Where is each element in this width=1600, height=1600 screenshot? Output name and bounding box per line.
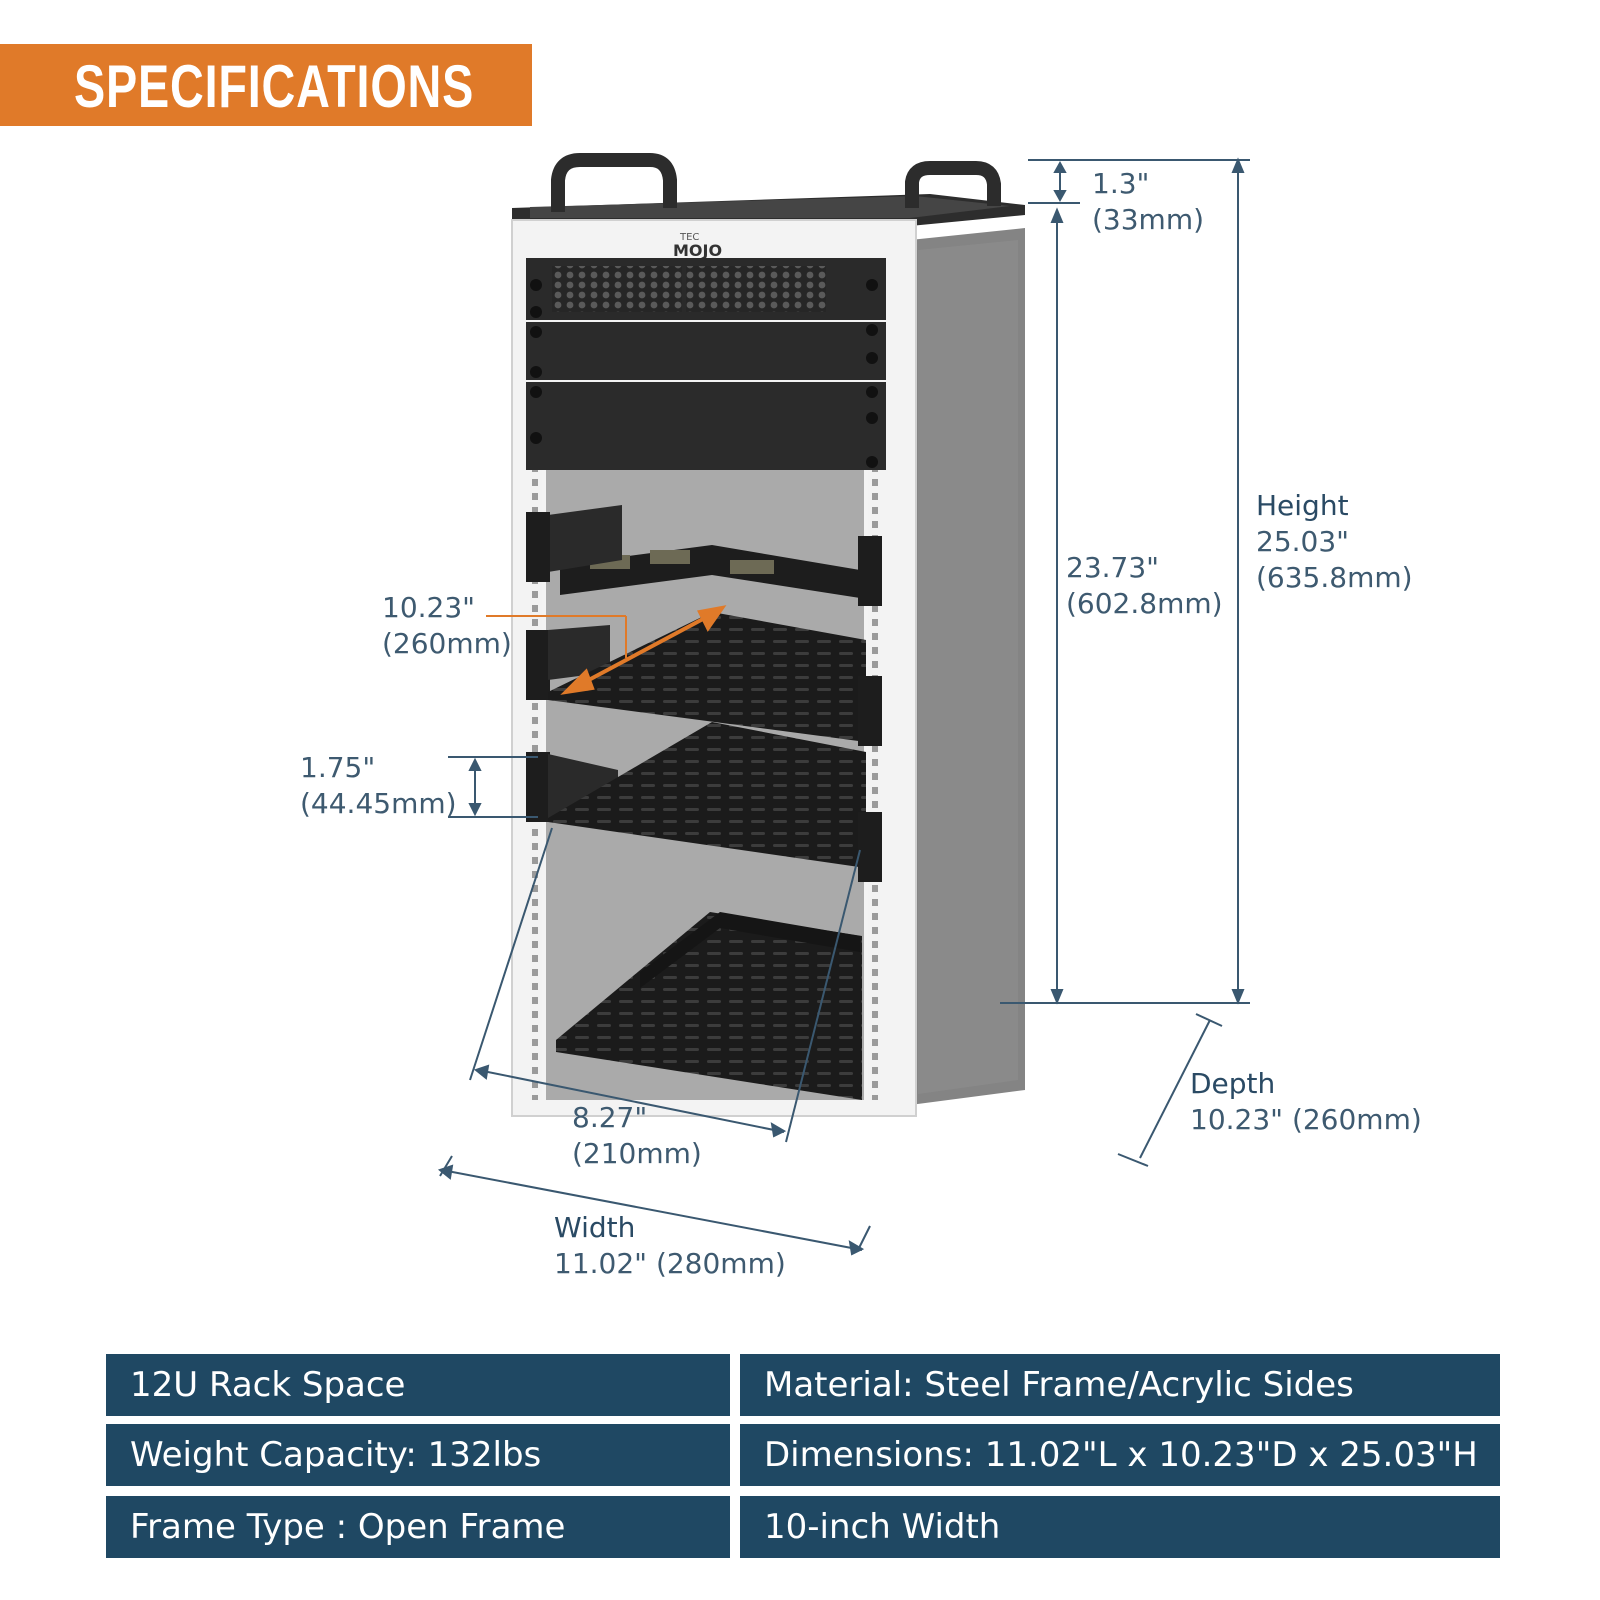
inner-width-label: 8.27"(210mm): [572, 1101, 702, 1170]
spec-cell: Dimensions: 11.02"L x 10.23"D x 25.03"H: [740, 1424, 1500, 1486]
bottom-shelf: [556, 912, 862, 1100]
spec-cell: Material: Steel Frame/Acrylic Sides: [740, 1354, 1500, 1416]
banner-title: SPECIFICATIONS: [74, 53, 475, 120]
depth-label: Depth 10.23" (260mm): [1190, 1067, 1422, 1136]
top-gap-label: 1.3"(33mm): [1092, 167, 1205, 236]
specifications-banner: SPECIFICATIONS: [0, 44, 532, 126]
blank-panel-1: [526, 322, 886, 380]
height-label: Height 25.03"(635.8mm): [1256, 489, 1413, 594]
unit-height-label: 1.75"(44.45mm): [300, 751, 457, 820]
shelf-depth-label: 10.23"(260mm): [382, 591, 512, 660]
spec-cell: 10-inch Width: [740, 1496, 1500, 1558]
shelf-1: [548, 612, 866, 742]
shelf-2: [548, 722, 866, 868]
handle-left: [551, 153, 677, 212]
spec-cell: Frame Type : Open Frame: [106, 1496, 730, 1558]
brand-logo-small: TEC: [679, 232, 699, 243]
shelf-depth-arrow: [486, 605, 727, 695]
inner-height-label: 23.73"(602.8mm): [1066, 551, 1223, 620]
blank-panel-2: [526, 382, 886, 470]
width-label: Width 11.02" (280mm): [554, 1211, 786, 1280]
handle-right: [905, 161, 1001, 208]
spec-cell: 12U Rack Space: [106, 1354, 730, 1416]
mount-tray: [560, 545, 860, 598]
spec-cell: Weight Capacity: 132lbs: [106, 1424, 730, 1486]
brand-logo: MOJO: [673, 241, 722, 260]
